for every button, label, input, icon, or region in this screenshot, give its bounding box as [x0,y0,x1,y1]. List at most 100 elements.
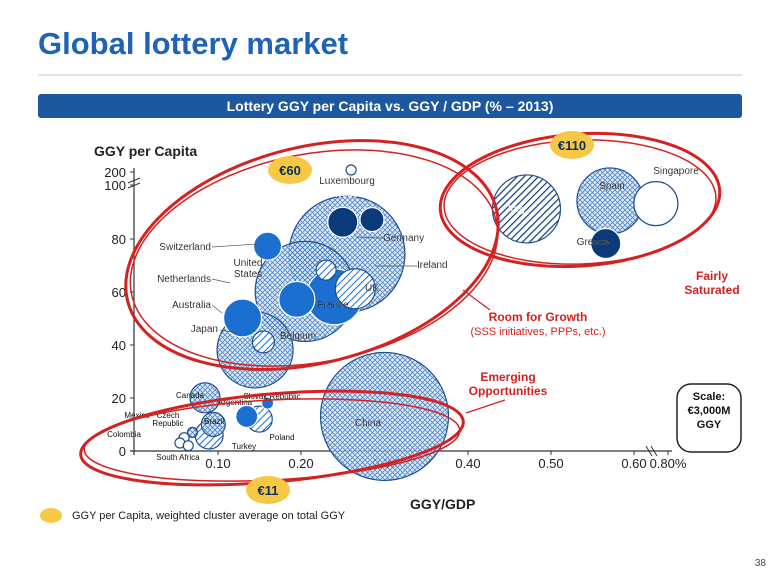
point-label-line: Republic [152,419,183,428]
bubble-australia [222,298,263,338]
bubble-greece [590,227,622,260]
point-label-line: South Africa [156,453,200,462]
x-tick-label: 0.60 [621,456,646,471]
point-label-line: Belgium [280,331,316,342]
bubble-china [319,351,450,482]
bubble-belgium [251,330,276,354]
x-tick-label: 0.20 [288,456,313,471]
point-label-line: Switzerland [159,242,211,253]
x-tick-label: 0.10 [205,456,230,471]
point-label: Greece [577,237,610,248]
bubble-turkey [200,411,226,437]
point-label: Italy [508,204,526,215]
title-divider [38,74,742,76]
page-number: 38 [754,558,766,569]
cluster-badge-label: €110 [558,138,586,153]
point-label: Australia [172,300,211,311]
leader-line [219,329,239,334]
leader-line [355,236,384,239]
point-label-line: Italy [508,204,526,215]
annotation-emerging-line: Opportunities [469,384,548,398]
point-label-line: Mexico [124,411,150,420]
point-label: China [355,418,382,429]
point-label: Finland [377,189,410,200]
point-label-line: China [355,418,382,429]
point-label: Canada [176,391,205,400]
cluster-badge [550,131,594,159]
annotation-emerging-line [465,399,506,414]
point-label-line: Poland [270,433,295,442]
point-label: Spain [599,181,625,192]
y-tick-label: 200 [104,165,126,180]
point-label-line: States [234,269,262,280]
point-label: Luxembourg [319,176,375,187]
point-label: Mexico [124,411,150,420]
x-axis-title: GGY/GDP [410,496,475,512]
cluster-badge-label: €11 [258,483,279,498]
point-label: Singapore [653,166,699,177]
point-label: Japan [191,324,218,335]
annotation-growth-title: Room for Growth [489,310,588,324]
point-label-line: Colombia [107,430,141,439]
bubble-spain [576,167,644,235]
point-label: Slovak Republic [243,392,300,401]
bubble-uk [334,268,376,310]
point-label-line: Finland [377,189,410,200]
annotation-growth-line [462,289,491,311]
point-label-line: Luxembourg [319,176,375,187]
bubble-switzerland [253,231,283,261]
point-label: Sweden [328,189,364,200]
y-tick-label: 80 [112,232,126,247]
point-label-line: Turkey [232,442,256,451]
legend-swatch [40,508,62,523]
bubble-argentina [235,404,259,429]
annotation-growth-text: (SSS initiatives, PPPs, etc.) [470,326,605,338]
leader-line [211,243,259,248]
point-label-line: Australia [172,300,211,311]
cluster-badge [268,156,312,184]
leader-line [211,304,223,314]
point-label-line: United [234,258,263,269]
cluster-badge-label: €60 [279,163,301,178]
point-label-line: Brazil [204,417,224,426]
point-label: Colombia [107,430,141,439]
point-label-line: Singapore [653,166,699,177]
point-label: Turkey [232,442,256,451]
axes-layer: GGY per CapitaGGY/GDP0204060801002000.10… [94,143,687,512]
cluster-badge [246,476,290,504]
point-label-line: France [317,300,349,311]
chart-subtitle-banner: Lottery GGY per Capita vs. GGY / GDP (% … [38,94,742,118]
point-label: Netherlands [157,274,211,285]
highlight-ring-mature-2 [129,149,499,367]
bubble-finland [359,206,385,233]
bubble-italy [491,174,562,244]
leader-line [211,278,231,284]
point-label: South Africa [156,453,200,462]
point-label-line: Spain [599,181,625,192]
annotation-emerging-line: Emerging [480,370,535,384]
bubble-ireland [315,259,337,281]
scale-box-label-line: €3,000M [688,405,731,417]
point-label: Switzerland [159,242,211,253]
legend-text: GGY per Capita, weighted cluster average… [72,509,346,522]
scale-box-label-line: Scale: [693,391,725,403]
y-tick-label: 20 [112,391,126,406]
point-label-line: Sweden [328,189,364,200]
y-tick-label: 40 [112,338,126,353]
bubble-netherlands [278,280,316,318]
page-title: Global lottery market [38,26,349,61]
y-tick-label: 0 [119,444,126,459]
bubble-czech-republic [186,426,199,438]
point-label-line: Netherlands [157,274,211,285]
y-axis-title: GGY per Capita [94,143,197,159]
bubble-sweden [327,206,359,238]
point-label-line: Slovak Republic [243,392,300,401]
point-label-line: Ireland [417,260,448,271]
annotation-saturated-line: Fairly [696,269,728,283]
point-label: Belgium [280,331,316,342]
